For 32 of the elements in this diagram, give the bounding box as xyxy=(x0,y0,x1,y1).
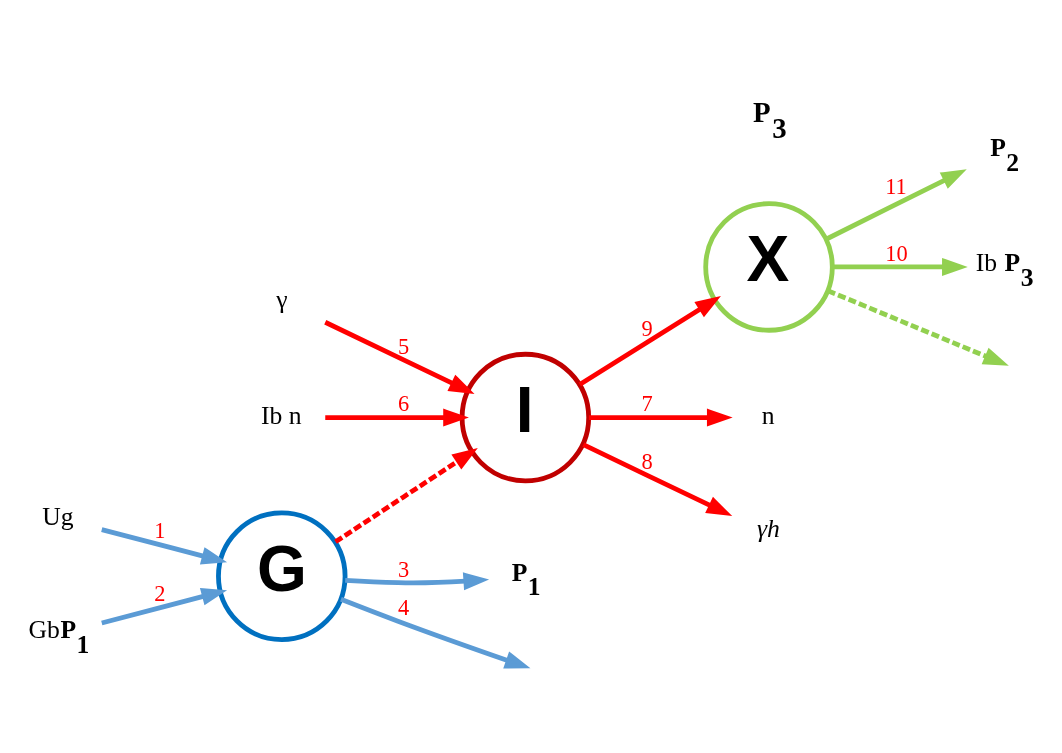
arrow xyxy=(578,295,721,387)
edge-label: 3 xyxy=(397,556,410,582)
edge-label: 9 xyxy=(641,315,653,341)
edge-label: 11 xyxy=(885,173,907,199)
edge-label: 2 xyxy=(154,580,166,606)
arrow xyxy=(588,408,733,427)
node-circle: G xyxy=(216,510,348,642)
edge-label: 1 xyxy=(154,517,166,543)
arrow xyxy=(826,287,1009,366)
arrow xyxy=(825,168,967,241)
edge-label: 10 xyxy=(885,240,908,266)
arrow xyxy=(101,587,228,625)
node-text: γ xyxy=(276,284,288,314)
node-text: γh xyxy=(756,513,780,543)
arrow xyxy=(325,408,469,427)
node-circle: X xyxy=(703,200,835,333)
arrow xyxy=(582,441,733,516)
node-circle: I xyxy=(459,351,592,483)
edge-label: 4 xyxy=(397,594,410,620)
edge-label: 7 xyxy=(641,390,653,416)
arrow xyxy=(101,526,228,565)
arrow xyxy=(324,319,475,394)
node-text: n xyxy=(761,400,775,430)
edge-label: 5 xyxy=(397,333,410,359)
arrow xyxy=(345,571,490,590)
arrow xyxy=(334,447,478,544)
node-text: Ug xyxy=(42,501,74,531)
arrow xyxy=(340,596,531,668)
arrow xyxy=(832,257,968,276)
edge-label: 6 xyxy=(397,390,410,416)
edge-label: 8 xyxy=(641,448,653,474)
node-text: Ib n xyxy=(260,400,302,430)
